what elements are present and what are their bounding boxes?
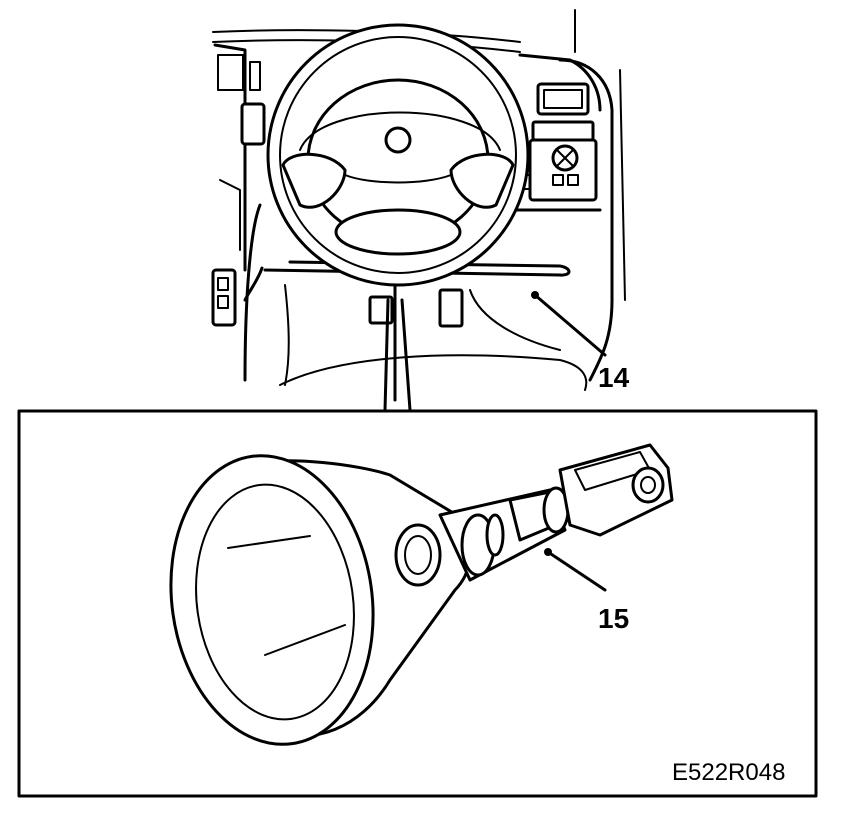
bushing-detail (169, 443, 674, 746)
detail-frame (17, 409, 818, 798)
dashboard-view (211, 9, 626, 412)
callout-15: 15 (598, 603, 629, 634)
callout-14: 14 (598, 362, 630, 393)
figure-code: E522R048 (672, 759, 785, 786)
